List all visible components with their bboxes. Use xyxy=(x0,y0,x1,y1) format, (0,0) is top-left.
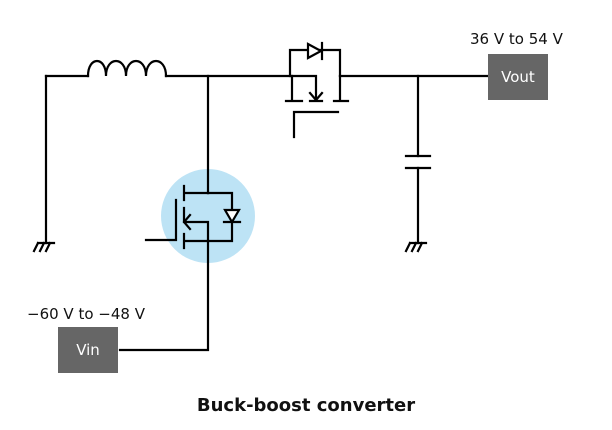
input-voltage-range: −60 V to −48 V xyxy=(27,305,145,323)
vout-terminal: Vout xyxy=(488,54,548,100)
ground-left-icon xyxy=(32,241,56,253)
high-side-mosfet-icon xyxy=(284,41,350,139)
low-side-mosfet-icon xyxy=(144,184,242,250)
output-voltage-range: 36 V to 54 V xyxy=(470,30,563,48)
diagram-title: Buck-boost converter xyxy=(196,395,416,416)
wire-source-down xyxy=(118,239,210,352)
ground-right-icon xyxy=(404,241,428,253)
inductor-icon xyxy=(86,59,168,78)
vin-terminal: Vin xyxy=(58,327,118,373)
capacitor-icon xyxy=(404,154,432,170)
